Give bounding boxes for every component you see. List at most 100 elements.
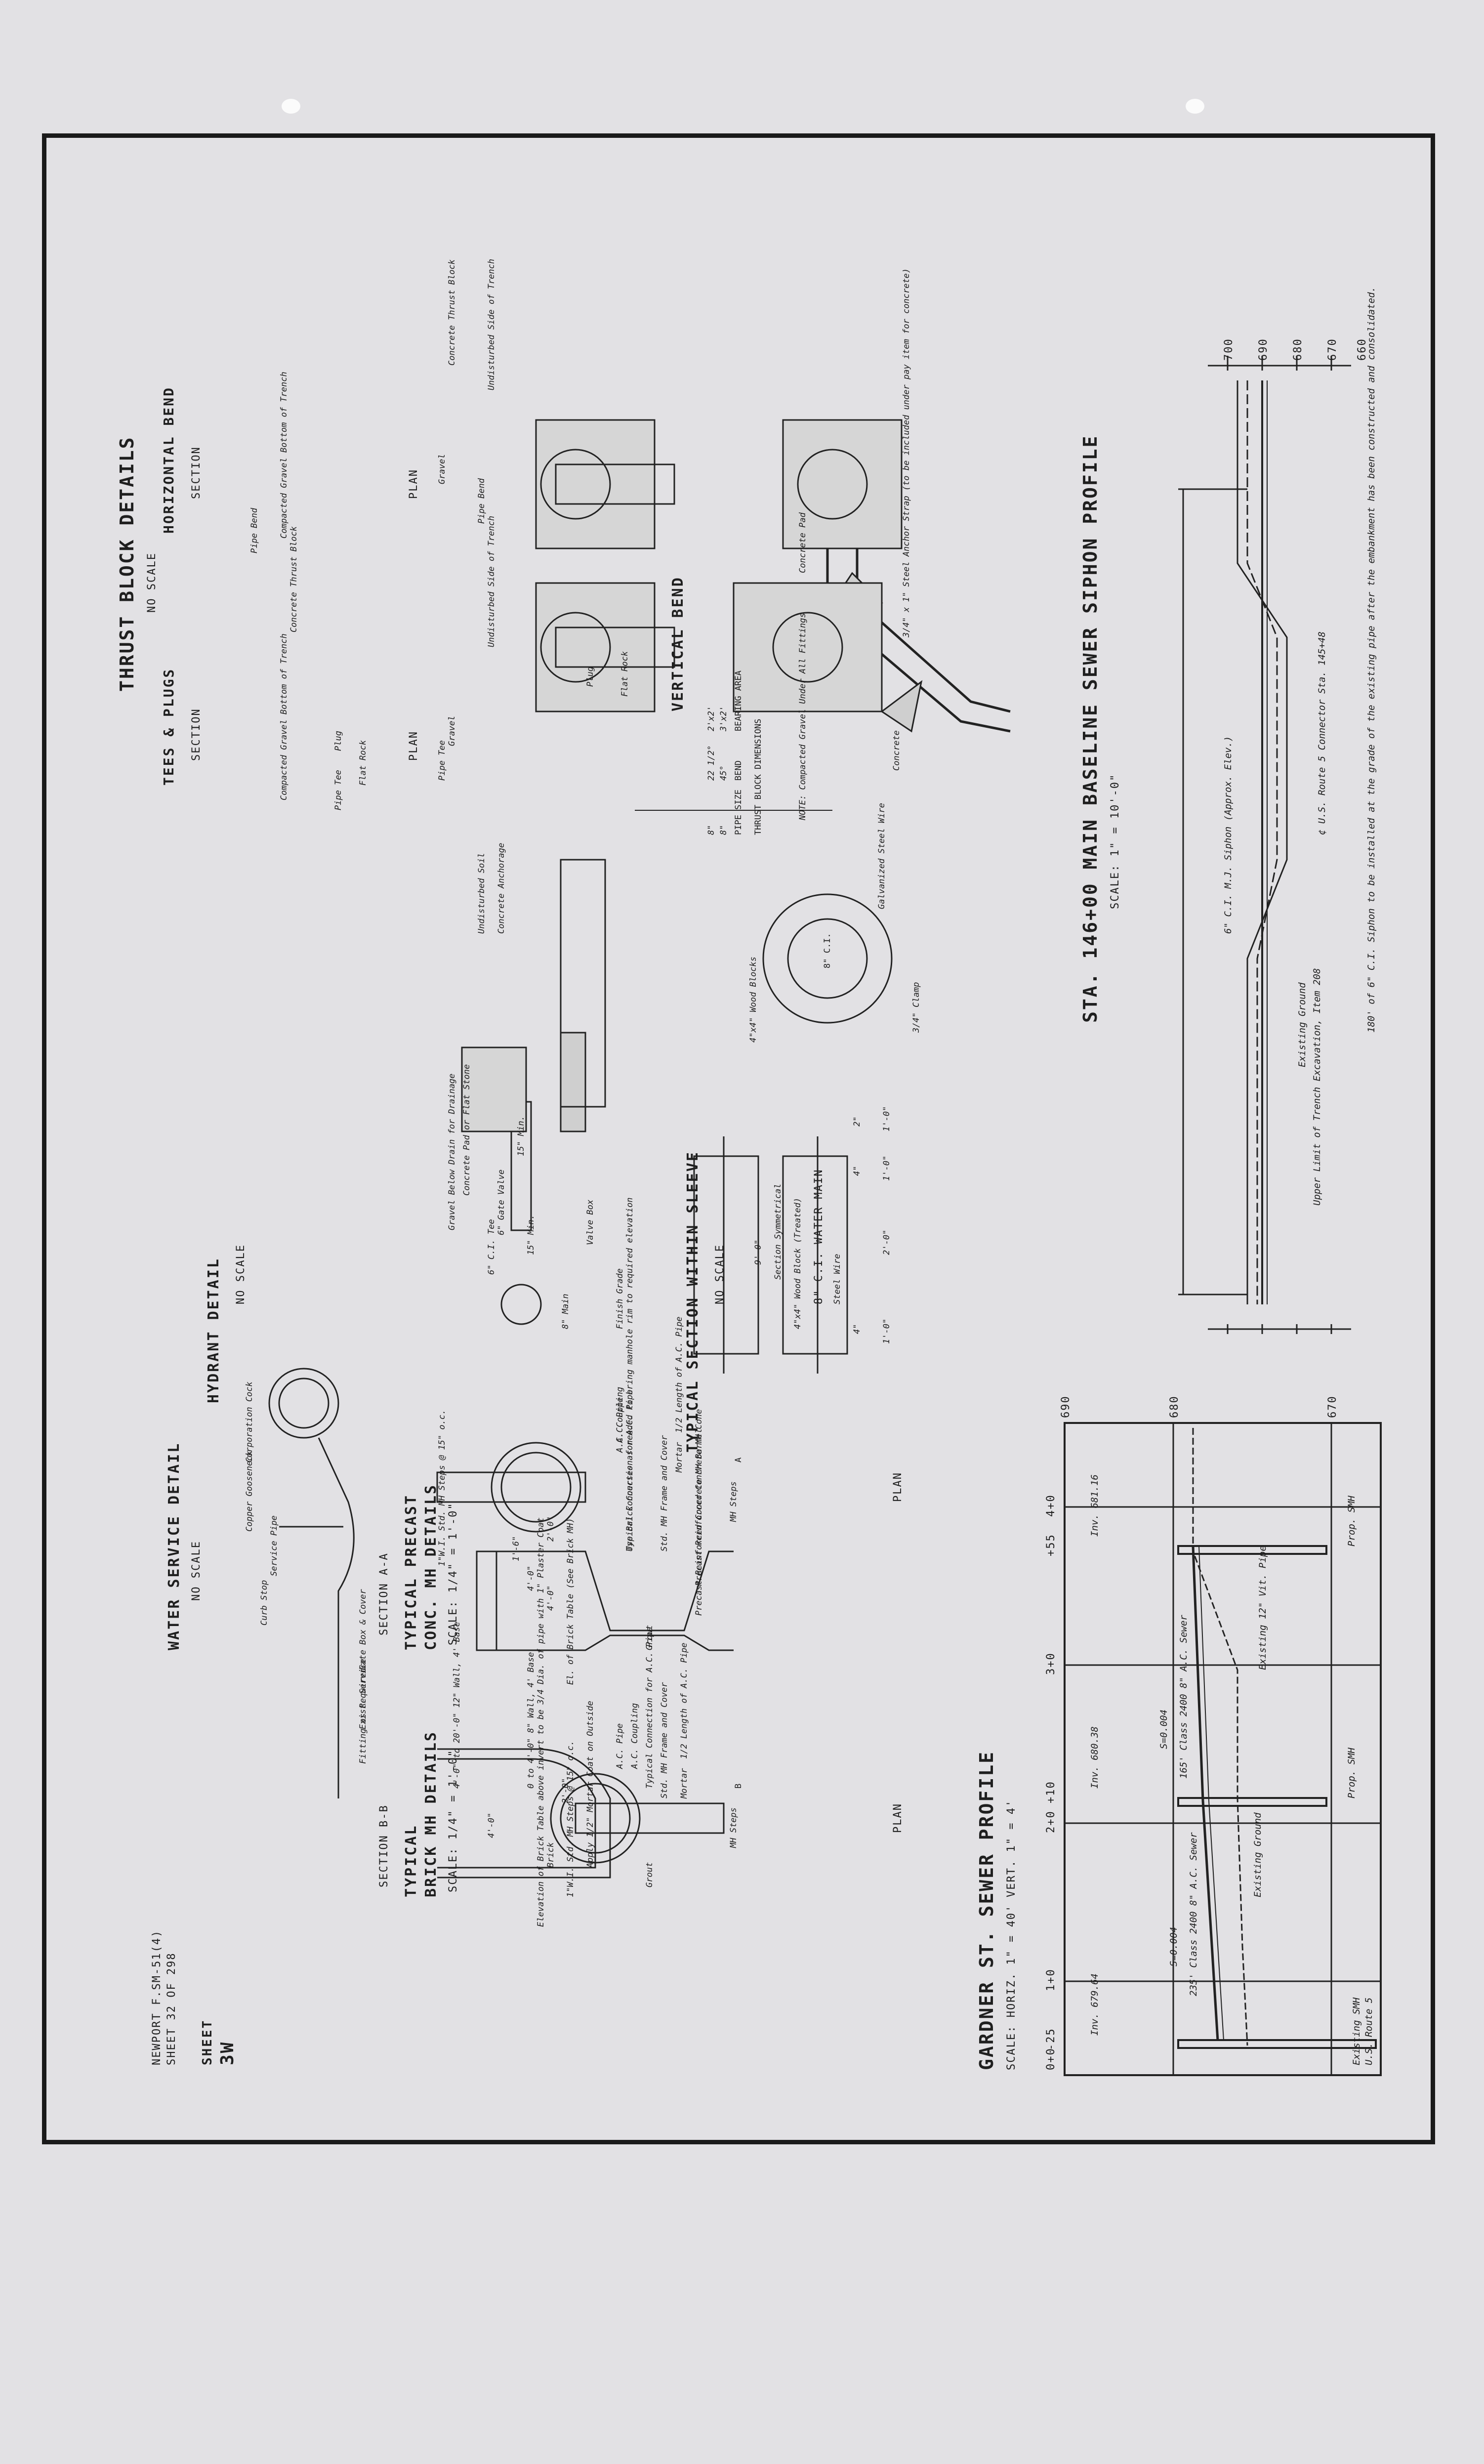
prop-smh-2: Prop. SMH xyxy=(1346,1748,1357,1798)
precast-coupling: A.C. Coupling xyxy=(615,1386,625,1453)
brick-title-2: BRICK MH DETAILS xyxy=(422,1731,440,1897)
thrust-table-r0c2: 3'x2' xyxy=(719,706,729,731)
siphon-note: 180' of 6" C.I. Siphon to be installed a… xyxy=(1366,287,1377,1033)
elev-680: 680 xyxy=(1292,338,1304,361)
gardner-scale-v: VERT. 1" = 4' xyxy=(1005,1799,1018,1897)
sleeve-dim-5: 2" xyxy=(852,1116,862,1127)
sheet-number: 3W xyxy=(217,2041,238,2065)
thrust-table-h1: BEND xyxy=(734,760,743,781)
thrust-table-r0c1: 45° xyxy=(719,765,729,781)
station-3: 3+0 xyxy=(1045,1652,1057,1675)
thrust-table-r1c2: 2'x2' xyxy=(706,706,716,731)
brick-walls2: 0 to 4'-0" 8" Wall, 4' Base xyxy=(526,1652,536,1789)
brick-coupling: A.C. Coupling xyxy=(630,1703,640,1769)
plug-2: Plug xyxy=(585,667,595,687)
precast-dim-0: 4'-0" xyxy=(526,1565,536,1591)
ctb-1: Concrete Thrust Block xyxy=(447,259,457,366)
precast-a: A xyxy=(734,1457,743,1462)
hydrant-title: HYDRANT DETAIL xyxy=(205,1257,222,1403)
rotated-drawing-content: STA. 146+00 MAIN BASELINE SEWER SIPHON P… xyxy=(42,133,1435,2144)
gelev-680: 680 xyxy=(1168,1395,1181,1418)
existing-smh-route: U.S. Route 5 xyxy=(1363,1997,1374,2065)
brick-brick: Brick xyxy=(546,1842,556,1868)
pipe-bend-2: Pipe Bend xyxy=(249,507,259,553)
brick-steps-plan: MH Steps xyxy=(729,1807,739,1848)
existing-smh: Existing SMH xyxy=(1351,1997,1362,2065)
existing-ground: Existing Ground xyxy=(1252,1812,1263,1897)
curb-stop-label: Curb Stop xyxy=(259,1580,269,1626)
sheet-border xyxy=(42,133,1435,2144)
valve-box-label: Valve Box xyxy=(585,1199,595,1245)
trench-label: Upper Limit of Trench Excavation, Item 2… xyxy=(1312,968,1322,1206)
fitting-label: Fitting as Required xyxy=(358,1668,368,1764)
brick-steps: 1"W.I. Std. MH Steps @ 15" o.c. xyxy=(566,1740,576,1897)
pipe-label: 8" C.I. xyxy=(823,933,832,968)
precast-section: SECTION A-A xyxy=(378,1552,390,1635)
project-label: NEWPORT F.SM-51(4) xyxy=(151,1929,163,2065)
sewer-2: 235' Class 2400 8" A.C. Sewer xyxy=(1188,1832,1199,1996)
service-pipe-label: Service Pipe xyxy=(269,1515,279,1576)
gravel-1: Gravel xyxy=(437,454,447,484)
sheet-of-label: SHEET 32 OF 298 xyxy=(165,1952,178,2065)
binder-hole xyxy=(282,99,300,114)
thrust-table-title: THRUST BLOCK DIMENSIONS xyxy=(753,718,763,835)
main-label: 8" Main xyxy=(561,1294,571,1329)
slope-1: S=0.004 xyxy=(1158,1709,1169,1749)
hyd-gravel-label: Gravel Below Drain for Drainage xyxy=(447,1073,457,1230)
brick-plan: PLAN xyxy=(892,1803,904,1833)
pad-label: Concrete Pad xyxy=(798,512,808,573)
precast-plan: PLAN xyxy=(892,1472,904,1502)
plan-label-1: PLAN xyxy=(408,469,420,499)
brick-b: B xyxy=(734,1783,743,1789)
plus-55: +55 xyxy=(1045,1534,1057,1556)
clamp-label: 3/4" Clamp xyxy=(911,982,921,1033)
section-label-2: SECTION xyxy=(190,708,203,761)
gooseneck-label: Copper Gooseneck xyxy=(245,1451,254,1532)
gardner-title: GARDNER ST. SEWER PROFILE xyxy=(976,1751,997,2070)
ctb-2: Concrete Thrust Block xyxy=(289,526,299,632)
section-sym-label: Section Symmetrical xyxy=(773,1183,783,1280)
sleeve-scale: NO SCALE xyxy=(714,1244,726,1304)
sheet-number-label: SHEET xyxy=(200,2019,215,2065)
undisturbed-1: Undisturbed Side of Trench xyxy=(487,258,496,390)
brick-grout: Grout xyxy=(645,1862,655,1887)
wood-blocks-label: 4"x4" Wood Blocks xyxy=(748,957,758,1043)
brick-table: Elevation of Brick Table above invert to… xyxy=(536,1517,546,1927)
thrust-table-r0c0: 8" xyxy=(719,825,729,835)
linework xyxy=(268,356,1382,2076)
route-note: ¢ U.S. Route 5 Connector Sta. 145+48 xyxy=(1317,631,1327,835)
ground-label: Existing Ground xyxy=(1297,982,1308,1067)
compacted-gravel-1: Compacted Gravel Bottom of Trench xyxy=(279,372,289,539)
wood-block-treated-label: 4"x4" Wood Block (Treated) xyxy=(793,1197,803,1329)
precast-dim-1: 2'-0" xyxy=(546,1516,556,1542)
water-main-label: 8" C.I. WATER MAIN xyxy=(813,1169,825,1304)
water-service-title: WATER SERVICE DETAIL xyxy=(165,1442,183,1650)
brick-title-1: TYPICAL xyxy=(403,1824,420,1897)
gravel-2: Gravel xyxy=(447,715,457,746)
min1-label: 15" Min. xyxy=(516,1116,526,1156)
precast-dim-2: 4'-0" xyxy=(546,1585,556,1611)
sleeve-dim-1: 1'-0" xyxy=(882,1155,892,1181)
precast-mortar: Mortar xyxy=(674,1442,684,1472)
precast-steps-plan: MH Steps xyxy=(729,1481,739,1522)
compacted-gravel-2: Compacted Gravel Bottom of Trench xyxy=(279,633,289,800)
elev-670: 670 xyxy=(1326,338,1339,361)
brick-dim-1: 4'-0" xyxy=(487,1812,496,1838)
sleeve-dim-7: 4" xyxy=(852,1324,862,1334)
sleeve-dim-4: 9'-0" xyxy=(753,1239,763,1265)
precast-barrel: Precast Reinforced Concrete MH Barrel xyxy=(694,1428,704,1616)
sewer-1: 165' Class 2400 8" A.C. Sewer xyxy=(1178,1615,1189,1779)
gravel-note: NOTE: Compacted Gravel Under All Fitting… xyxy=(798,613,808,820)
inv-2: Inv. 680.38 xyxy=(1089,1726,1100,1789)
gelev-690: 690 xyxy=(1060,1395,1072,1418)
gelev-670: 670 xyxy=(1326,1395,1339,1418)
anchorage-label: Concrete Anchorage xyxy=(496,842,506,934)
brick-pipe-ac: A.C. Pipe xyxy=(615,1723,625,1769)
inv-3: Inv. 679.64 xyxy=(1089,1973,1100,2036)
binder-hole xyxy=(1186,99,1204,114)
siphon-profile-title: STA. 146+00 MAIN BASELINE SEWER SIPHON P… xyxy=(1079,434,1101,1023)
brick-frame: Std. MH Frame and Cover xyxy=(660,1682,669,1798)
sleeve-dim-0: 1'-0" xyxy=(882,1106,892,1131)
vertical-bend-title: VERTICAL BEND xyxy=(669,576,687,711)
